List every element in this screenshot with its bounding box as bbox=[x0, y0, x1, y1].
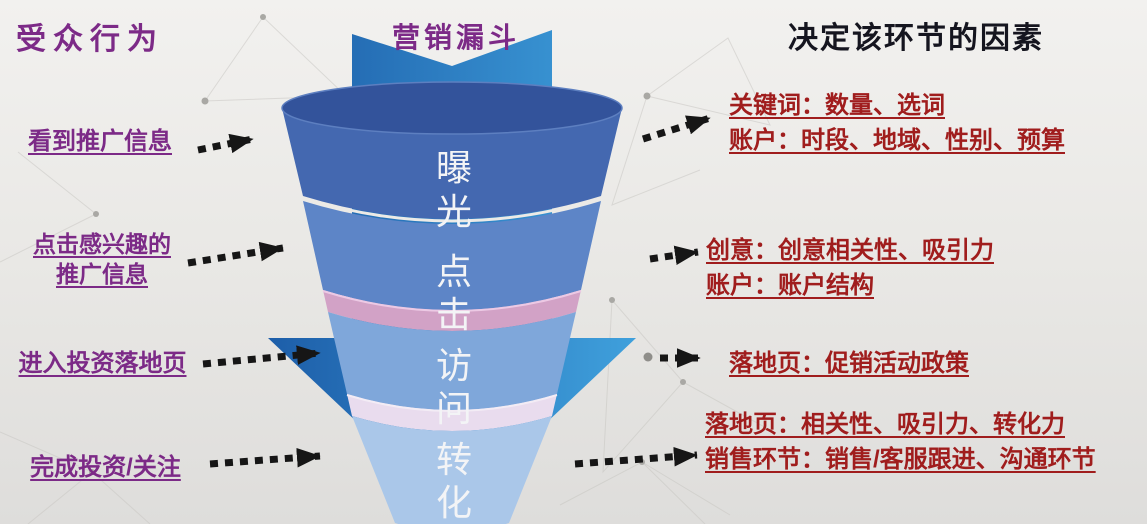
audience-step-enter-landing-page: 进入投资落地页 bbox=[0, 348, 205, 379]
factor-line: 创意：创意相关性、吸引力 bbox=[706, 237, 994, 264]
audience-arrow-2 bbox=[187, 241, 284, 267]
funnel-char-click-2: 击 bbox=[435, 294, 473, 335]
audience-step-click-ad: 点击感兴趣的 推广信息 bbox=[12, 229, 192, 289]
funnel-char-visit-2: 问 bbox=[435, 388, 473, 429]
funnel-char-exposure-1: 曝 bbox=[435, 147, 473, 188]
factor-line: 落地页：促销活动政策 bbox=[729, 350, 969, 377]
factor-item-landing-promo: 落地页：促销活动政策 bbox=[729, 346, 969, 381]
audience-arrow-4 bbox=[209, 447, 321, 468]
funnel-separator-2 bbox=[322, 290, 582, 312]
audience-step-complete-invest: 完成投资/关注 bbox=[8, 452, 203, 483]
factor-line: 关键词：数量、选词 bbox=[729, 92, 945, 119]
audience-step-line: 完成投资/关注 bbox=[30, 454, 181, 481]
factor-arrow-1 bbox=[641, 114, 712, 143]
funnel-stage-exposure bbox=[282, 108, 622, 219]
factor-item-creative-account: 创意：创意相关性、吸引力 账户：账户结构 bbox=[706, 233, 994, 303]
funnel-separator-1 bbox=[302, 196, 602, 223]
audience-step-line: 进入投资落地页 bbox=[18, 350, 187, 377]
factor-line: 落地页：相关性、吸引力、转化力 bbox=[705, 411, 1065, 438]
header-audience-behavior: 受众行为 bbox=[16, 23, 164, 56]
funnel-band-light bbox=[347, 394, 557, 431]
funnel-char-click-1: 点 bbox=[435, 251, 473, 292]
funnel-stage-convert bbox=[352, 416, 552, 524]
factor-arrow-4 bbox=[574, 446, 698, 468]
funnel-char-exposure-2: 光 bbox=[435, 191, 473, 232]
funnel-top-opening bbox=[281, 81, 623, 135]
funnel-stage-click bbox=[303, 201, 601, 310]
audience-step-see-ad: 看到推广信息 bbox=[5, 126, 195, 157]
header-deciding-factors: 决定该环节的因素 bbox=[788, 22, 1044, 55]
funnel-separator-3 bbox=[346, 394, 558, 412]
audience-step-line: 看到推广信息 bbox=[28, 128, 172, 155]
factor-item-landing-sales: 落地页：相关性、吸引力、转化力 销售环节：销售/客服跟进、沟通环节 bbox=[705, 407, 1096, 477]
audience-step-line: 点击感兴趣的 bbox=[33, 231, 171, 257]
funnel-char-convert-2: 化 bbox=[435, 482, 473, 523]
factor-item-keywords-account: 关键词：数量、选词 账户：时段、地域、性别、预算 bbox=[729, 88, 1065, 158]
factor-arrow-2 bbox=[649, 245, 699, 266]
funnel-stage-visit bbox=[328, 312, 576, 410]
audience-step-line: 推广信息 bbox=[56, 261, 148, 287]
audience-arrow-3 bbox=[202, 345, 321, 368]
funnel-char-visit-1: 访 bbox=[435, 345, 473, 386]
factor-line: 账户：账户结构 bbox=[706, 272, 874, 299]
header-marketing-funnel: 营销漏斗 bbox=[392, 22, 521, 53]
factor-line: 账户：时段、地域、性别、预算 bbox=[729, 127, 1065, 154]
funnel-char-convert-1: 转 bbox=[435, 439, 473, 480]
audience-arrow-1 bbox=[197, 133, 254, 154]
factor-line: 销售环节：销售/客服跟进、沟通环节 bbox=[705, 446, 1096, 473]
